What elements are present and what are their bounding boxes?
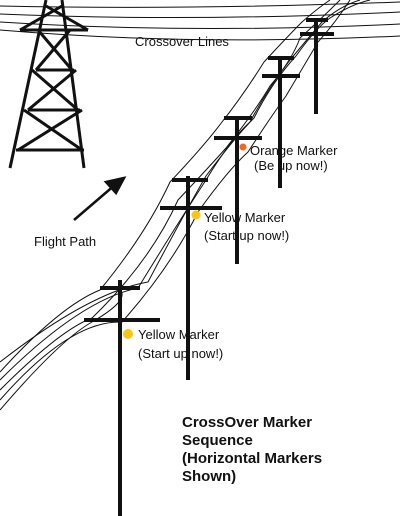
title-line: (Horizontal Markers [182,450,323,467]
diagram-title: CrossOver Marker Sequence (Horizontal Ma… [182,414,392,486]
orange-marker-dot [239,143,247,151]
title-line: CrossOver Marker [182,414,313,431]
orange-marker-instruction: (Be up now!) [254,158,328,173]
title-line: Sequence [182,432,253,449]
yellow-marker-dot-lower [123,329,133,339]
yellow-marker-lower-instruction: (Start up now!) [138,346,224,361]
yellow-marker-lower-label: Yellow Marker [138,327,220,342]
orange-marker-label: Orange Marker [250,143,338,158]
yellow-marker-dot-upper [191,210,201,220]
utility-poles [84,18,334,516]
flight-path-label: Flight Path [34,234,97,249]
crossover-power-lines [0,1,400,41]
transmission-tower [8,0,89,169]
title-line: Shown) [182,468,237,485]
flight-path-arrow [73,176,127,221]
yellow-marker-upper-instruction: (Start up now!) [204,228,290,243]
crossover-lines-label: Crossover Lines [135,34,229,49]
yellow-marker-upper-label: Yellow Marker [204,210,286,225]
